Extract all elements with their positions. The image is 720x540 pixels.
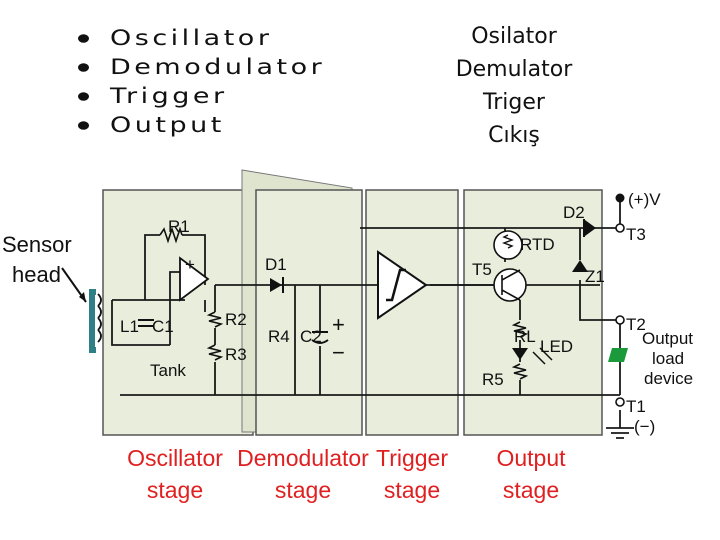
r3-label: R3 <box>225 345 247 364</box>
bullet-demodulator: Demodulator <box>76 56 325 79</box>
transistor-t5-icon <box>493 268 527 302</box>
diode-d2-icon <box>585 220 596 236</box>
translation-trigger: Triger <box>483 90 545 115</box>
output-stage-label: stage <box>503 477 559 503</box>
c2-label: C2 <box>300 327 322 346</box>
demodulator-components: D1 R4 C2 + − <box>265 255 345 365</box>
l1-label: L1 <box>120 317 139 336</box>
output-stage-label: Output <box>496 445 566 471</box>
z1-label: Z1 <box>585 267 605 286</box>
led-label: LED <box>540 337 573 356</box>
opamp-plus-label: + <box>185 255 195 274</box>
output-panel <box>463 189 603 436</box>
zener-z1-icon <box>572 260 588 272</box>
sensor-head: Sensor head <box>2 232 102 353</box>
terminal-t3-icon <box>615 223 625 233</box>
english-bullet-list: Oscillator Demodulator Trigger Output <box>76 24 325 140</box>
resistor-r1-icon <box>159 226 183 244</box>
oscillator-stage-label: stage <box>147 477 203 503</box>
tank-label: Tank <box>150 361 186 380</box>
translation-output: Cıkış <box>488 123 540 148</box>
supply-node-icon <box>615 193 625 203</box>
t5-label: T5 <box>472 260 492 279</box>
output-load-label: load <box>652 349 684 368</box>
led-icon <box>512 348 528 360</box>
t1-label: T1 <box>626 397 646 416</box>
c2-minus-label: − <box>332 340 345 365</box>
bullet-trigger: Trigger <box>76 85 325 108</box>
bullet-dot-icon <box>78 92 89 101</box>
bullet-text: Output <box>110 113 225 138</box>
hysteresis-icon <box>386 268 406 302</box>
negative-supply-label: (−) <box>634 417 655 436</box>
bullet-text: Oscillator <box>110 26 273 51</box>
terminal-t1-icon <box>615 397 625 407</box>
output-load-label: Output <box>642 329 693 348</box>
output-load-label: device <box>644 369 693 388</box>
demodulator-panel <box>255 189 363 436</box>
capacitor-c2-icon <box>311 331 329 344</box>
terminal-t2-icon <box>615 315 625 325</box>
d1-label: D1 <box>265 255 287 274</box>
positive-supply-label: (+)V <box>628 190 661 209</box>
sensor-head-label: Sensor <box>2 232 72 257</box>
arrowhead-icon <box>79 292 86 302</box>
bullet-oscillator: Oscillator <box>76 27 325 50</box>
led-emission-icon <box>532 347 553 365</box>
capacitor-c1-icon <box>138 319 154 327</box>
stage-labels: Oscillator stage Demodulator stage Trigg… <box>127 445 566 503</box>
demodulator-stage-label: stage <box>275 477 331 503</box>
t3-label: T3 <box>626 225 646 244</box>
translation-oscillator: Osilator <box>471 24 557 49</box>
oscillator-components: R1 L1 C1 Tank R2 R3 + <box>120 217 247 380</box>
demodulator-stage-label: Demodulator <box>237 445 369 471</box>
resistor-r3-icon <box>206 344 224 361</box>
sensor-face-icon <box>89 289 96 353</box>
c2-plus-label: + <box>332 312 345 337</box>
bullet-dot-icon <box>78 63 89 72</box>
output-load-device-icon <box>608 348 628 362</box>
trigger-stage-label: Trigger <box>376 445 448 471</box>
diode-d1-icon <box>270 278 282 292</box>
bullet-output: Output <box>76 114 325 137</box>
c1-label: C1 <box>152 317 174 336</box>
output-components: D2 RTD T5 Z1 RL LED R5 <box>472 203 605 389</box>
r1-label: R1 <box>168 217 190 236</box>
r2-label: R2 <box>225 310 247 329</box>
r4-label: R4 <box>268 327 290 346</box>
rtd-label: RTD <box>520 235 555 254</box>
rl-label: RL <box>514 327 536 346</box>
terminals: (+)V T3 T2 T1 (−) Output load device <box>608 190 693 436</box>
bullet-dot-icon <box>78 34 89 43</box>
resistor-r5-icon <box>511 363 529 380</box>
resistor-r2-icon <box>206 311 224 328</box>
sensor-head-label: head <box>12 262 61 287</box>
d2-label: D2 <box>563 203 585 222</box>
bullet-text: Trigger <box>110 84 228 109</box>
translation-demodulator: Demulator <box>455 57 573 82</box>
sensor-coil-icon <box>97 293 102 343</box>
r5-label: R5 <box>482 370 504 389</box>
bullet-dot-icon <box>78 121 89 130</box>
schmitt-trigger-icon <box>377 250 428 320</box>
resistor-rl-icon <box>511 321 529 338</box>
opamp-icon <box>179 256 210 302</box>
trigger-stage-label: stage <box>384 477 440 503</box>
oscillator-stage-label: Oscillator <box>127 445 223 471</box>
bullet-text: Demodulator <box>110 55 326 80</box>
t2-label: T2 <box>626 315 646 334</box>
trigger-components <box>377 250 428 320</box>
